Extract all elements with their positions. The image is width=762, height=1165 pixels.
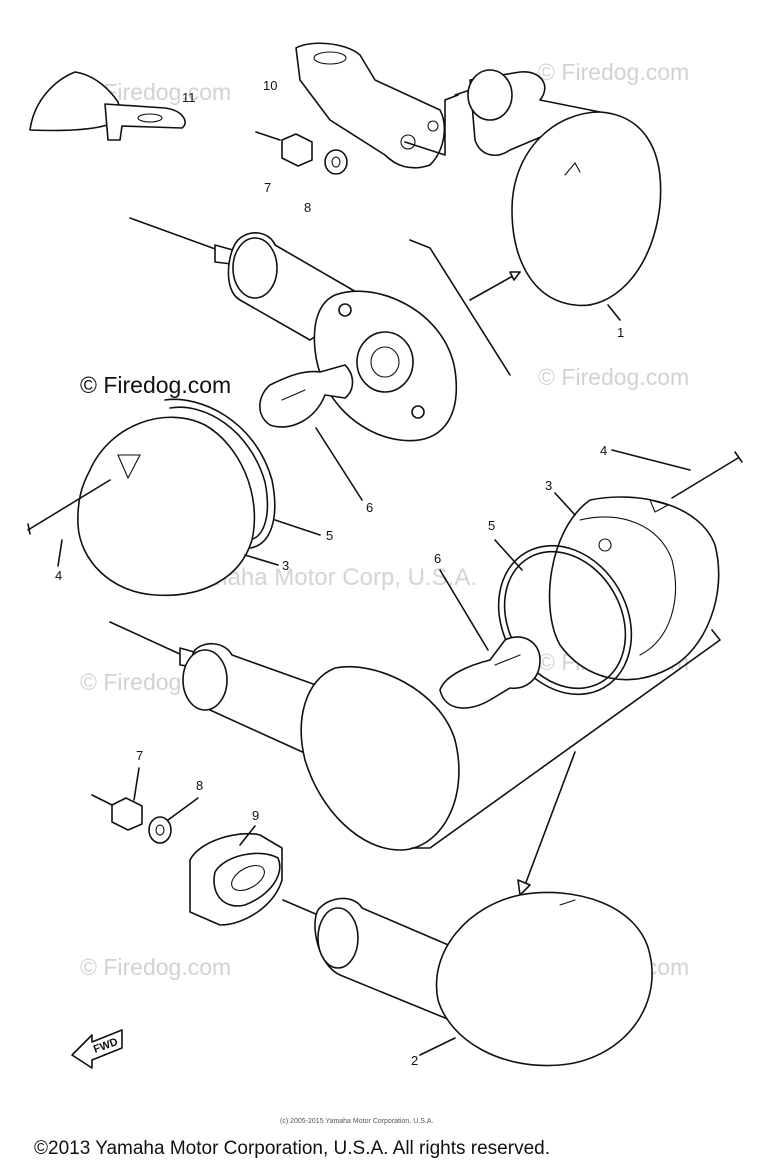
watermark-top-right: © Firedog.com bbox=[538, 59, 689, 85]
part-1-flasher-right bbox=[454, 69, 662, 307]
assembly-bracket-upper bbox=[409, 239, 521, 376]
callout-11: 11 bbox=[182, 90, 196, 105]
middle-stalk-assembly bbox=[109, 621, 460, 851]
callout-3-right: 3 bbox=[545, 478, 552, 493]
assembly-bracket-lower bbox=[411, 629, 721, 896]
upper-left-housing-back bbox=[313, 290, 457, 442]
part-9-grommet bbox=[189, 832, 283, 926]
leader-4-right bbox=[611, 449, 691, 471]
part-11-cover bbox=[29, 71, 186, 141]
callout-4-right: 4 bbox=[600, 443, 607, 458]
callout-6-upper: 6 bbox=[366, 500, 373, 515]
leader-4-upper bbox=[57, 539, 63, 567]
callout-1: 1 bbox=[617, 325, 624, 340]
watermark-bottom-left: © Firedog.com bbox=[80, 954, 231, 980]
leader-1 bbox=[607, 304, 621, 321]
part-10-bracket bbox=[295, 42, 459, 169]
callout-7-lower: 7 bbox=[136, 748, 143, 763]
callout-8-lower: 8 bbox=[196, 778, 203, 793]
callout-7-upper: 7 bbox=[264, 180, 271, 195]
callout-9: 9 bbox=[252, 808, 259, 823]
leader-6-lower bbox=[439, 569, 489, 651]
watermark-mid-right: © Firedog.com bbox=[538, 364, 689, 390]
callout-8-upper: 8 bbox=[304, 200, 311, 215]
callout-3-upper: 3 bbox=[282, 558, 289, 573]
part-8-washer-lower bbox=[148, 816, 172, 844]
part-6-bulb-lower bbox=[439, 636, 541, 709]
part-3-lens-right bbox=[548, 496, 720, 681]
leader-3-right bbox=[554, 492, 576, 516]
part-8-washer-upper bbox=[324, 149, 348, 175]
part-4-screw-right bbox=[671, 451, 743, 499]
watermark-mid-left: © Firedog.com bbox=[80, 372, 231, 398]
leader-5-upper bbox=[274, 519, 321, 536]
leader-8-lower bbox=[167, 797, 199, 821]
part-3-lens-upper bbox=[77, 416, 256, 597]
part-2-flasher-bottom bbox=[282, 891, 653, 1067]
leader-5-right bbox=[494, 539, 523, 571]
callout-2: 2 bbox=[411, 1053, 418, 1068]
callout-5-right: 5 bbox=[488, 518, 495, 533]
leader-7-lower bbox=[133, 767, 140, 801]
part-7-nut-upper bbox=[255, 131, 313, 167]
callout-4-upper: 4 bbox=[55, 568, 62, 583]
callout-10: 10 bbox=[263, 78, 277, 93]
part-5-ring-upper bbox=[164, 398, 276, 549]
part-6-bulb-upper bbox=[259, 364, 354, 428]
leader-3-upper bbox=[244, 554, 279, 566]
callout-5-upper: 5 bbox=[326, 528, 333, 543]
leader-2 bbox=[419, 1037, 456, 1056]
part-4-screw-upper bbox=[27, 479, 111, 535]
callout-6-lower: 6 bbox=[434, 551, 441, 566]
leader-9 bbox=[239, 825, 256, 846]
part-7-nut-lower bbox=[91, 794, 143, 831]
leader-6-upper bbox=[315, 427, 363, 501]
fwd-arrow-icon: FWD bbox=[71, 1029, 123, 1069]
small-copyright: (c) 2005-2015 Yamaha Motor Corporation, … bbox=[280, 1118, 433, 1125]
copyright-notice: ©2013 Yamaha Motor Corporation, U.S.A. A… bbox=[34, 1138, 550, 1159]
